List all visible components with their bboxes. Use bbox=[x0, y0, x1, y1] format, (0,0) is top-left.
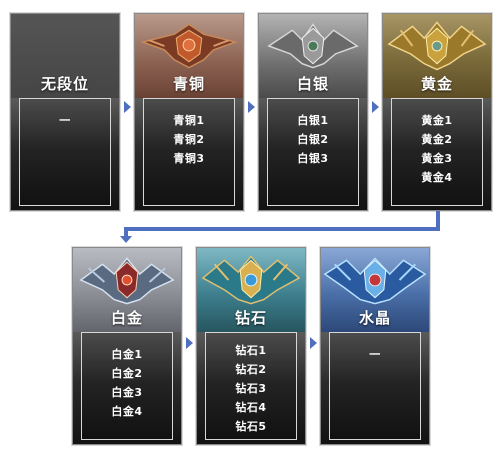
tier-level: 黄金1 bbox=[421, 114, 453, 127]
tier-level: 青铜1 bbox=[173, 114, 205, 127]
platinum-crest-icon bbox=[79, 257, 175, 305]
tier-card-header: 水晶 bbox=[321, 248, 429, 332]
flow-arrow-icon bbox=[186, 337, 193, 349]
tier-title: 水晶 bbox=[358, 309, 391, 327]
tier-level: 黄金3 bbox=[421, 152, 453, 165]
tier-level: 钻石4 bbox=[235, 401, 267, 414]
flow-connector-line bbox=[124, 227, 128, 236]
tier-level: 钻石5 bbox=[235, 420, 267, 433]
tier-title: 青铜 bbox=[172, 75, 205, 93]
tier-card-platinum: 白金 白金1 白金2 白金3 白金4 bbox=[72, 247, 182, 445]
tier-level: 白银1 bbox=[297, 114, 329, 127]
bronze-crest-icon bbox=[140, 23, 238, 69]
tier-level: 钻石1 bbox=[235, 344, 267, 357]
tier-level: 黄金2 bbox=[421, 133, 453, 146]
tier-levels-box: 白银1 白银2 白银3 bbox=[267, 98, 359, 206]
tier-levels-panel: 一 bbox=[321, 332, 429, 444]
tier-levels-panel: 白金1 白金2 白金3 白金4 bbox=[73, 332, 181, 444]
tier-level: 黄金4 bbox=[421, 171, 453, 184]
tier-level: 一 bbox=[59, 114, 71, 127]
tier-card-header: 青铜 bbox=[135, 14, 243, 98]
tier-levels-panel: 黄金1 黄金2 黄金3 黄金4 bbox=[383, 98, 491, 210]
tier-level: 青铜3 bbox=[173, 152, 205, 165]
tier-level: 白金2 bbox=[111, 367, 143, 380]
tier-levels-panel: 一 bbox=[11, 98, 119, 210]
tier-card-header: 白金 bbox=[73, 248, 181, 332]
tier-level: 一 bbox=[369, 348, 381, 361]
tier-level: 钻石3 bbox=[235, 382, 267, 395]
flow-arrow-down-icon bbox=[120, 236, 132, 243]
tier-card-header: 白银 bbox=[259, 14, 367, 98]
tier-title: 白金 bbox=[110, 309, 143, 327]
tier-card-header: 钻石 bbox=[197, 248, 305, 332]
tier-level: 白金3 bbox=[111, 386, 143, 399]
tier-level: 钻石2 bbox=[235, 363, 267, 376]
tier-card-silver: 白银 白银1 白银2 白银3 bbox=[258, 13, 368, 211]
tier-card-unranked: 无段位 一 bbox=[10, 13, 120, 211]
tier-level: 白金1 bbox=[111, 348, 143, 361]
tier-card-bronze: 青铜 青铜1 青铜2 青铜3 bbox=[134, 13, 244, 211]
gold-crest-icon bbox=[387, 21, 487, 71]
tier-level: 白银2 bbox=[297, 133, 329, 146]
tier-levels-panel: 青铜1 青铜2 青铜3 bbox=[135, 98, 243, 210]
flow-arrow-icon bbox=[248, 101, 255, 113]
tier-card-crystal: 水晶 一 bbox=[320, 247, 430, 445]
tier-card-gold: 黄金 黄金1 黄金2 黄金3 黄金4 bbox=[382, 13, 492, 211]
tier-card-header: 无段位 bbox=[11, 14, 119, 98]
tier-title: 白银 bbox=[296, 75, 329, 93]
tier-level: 青铜2 bbox=[173, 133, 205, 146]
tier-levels-box: 黄金1 黄金2 黄金3 黄金4 bbox=[391, 98, 483, 206]
tier-levels-box: 钻石1 钻石2 钻石3 钻石4 钻石5 bbox=[205, 332, 297, 440]
flow-arrow-icon bbox=[124, 101, 131, 113]
tier-title: 无段位 bbox=[40, 75, 89, 93]
crystal-crest-icon bbox=[323, 257, 427, 305]
tier-title: 黄金 bbox=[420, 75, 453, 93]
tier-levels-box: 白金1 白金2 白金3 白金4 bbox=[81, 332, 173, 440]
flow-arrow-icon bbox=[310, 337, 317, 349]
tier-levels-box: 一 bbox=[19, 98, 111, 206]
tier-levels-panel: 白银1 白银2 白银3 bbox=[259, 98, 367, 210]
flow-connector-line bbox=[124, 227, 440, 231]
flow-arrow-icon bbox=[372, 101, 379, 113]
tier-title: 钻石 bbox=[234, 309, 267, 327]
tier-levels-panel: 钻石1 钻石2 钻石3 钻石4 钻石5 bbox=[197, 332, 305, 444]
tier-level: 白银3 bbox=[297, 152, 329, 165]
tier-level: 白金4 bbox=[111, 405, 143, 418]
flow-connector-line bbox=[436, 211, 440, 231]
diamond-crest-icon bbox=[201, 255, 301, 305]
tier-card-header: 黄金 bbox=[383, 14, 491, 98]
tier-levels-box: 一 bbox=[329, 332, 421, 440]
tier-levels-box: 青铜1 青铜2 青铜3 bbox=[143, 98, 235, 206]
tier-card-diamond: 钻石 钻石1 钻石2 钻石3 钻石4 钻石5 bbox=[196, 247, 306, 445]
silver-crest-icon bbox=[267, 23, 359, 69]
